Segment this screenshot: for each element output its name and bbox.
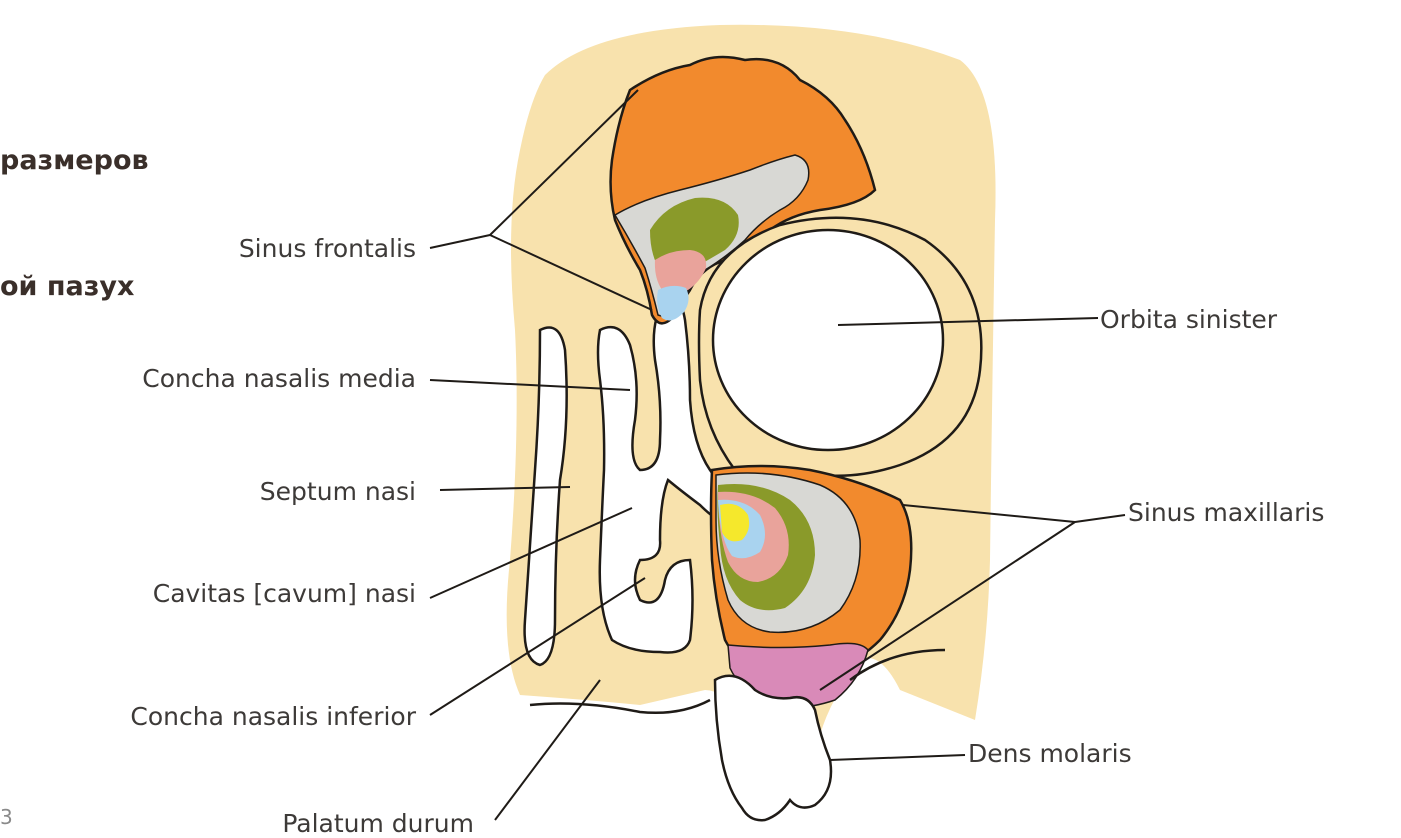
label-septum-nasi: Septum nasi	[260, 477, 416, 506]
leader-palatum	[495, 680, 600, 820]
label-concha-nasalis-media: Concha nasalis media	[142, 364, 416, 393]
label-orbita-sinister: Orbita sinister	[1100, 305, 1278, 334]
label-dens-molaris: Dens molaris	[968, 739, 1132, 768]
leader-dens	[830, 755, 965, 760]
figure-number-fragment: 3	[0, 805, 13, 829]
orbit-circle	[713, 230, 943, 450]
leader-sinus-maxillaris-a	[1075, 515, 1125, 522]
label-cavitas-nasi: Cavitas [cavum] nasi	[153, 579, 416, 608]
label-palatum-durum: Palatum durum	[282, 809, 474, 838]
label-sinus-frontalis: Sinus frontalis	[239, 234, 416, 263]
label-sinus-maxillaris: Sinus maxillaris	[1128, 498, 1324, 527]
label-concha-nasalis-inferior: Concha nasalis inferior	[130, 702, 416, 731]
leader-sinus-frontalis-a	[430, 235, 490, 248]
